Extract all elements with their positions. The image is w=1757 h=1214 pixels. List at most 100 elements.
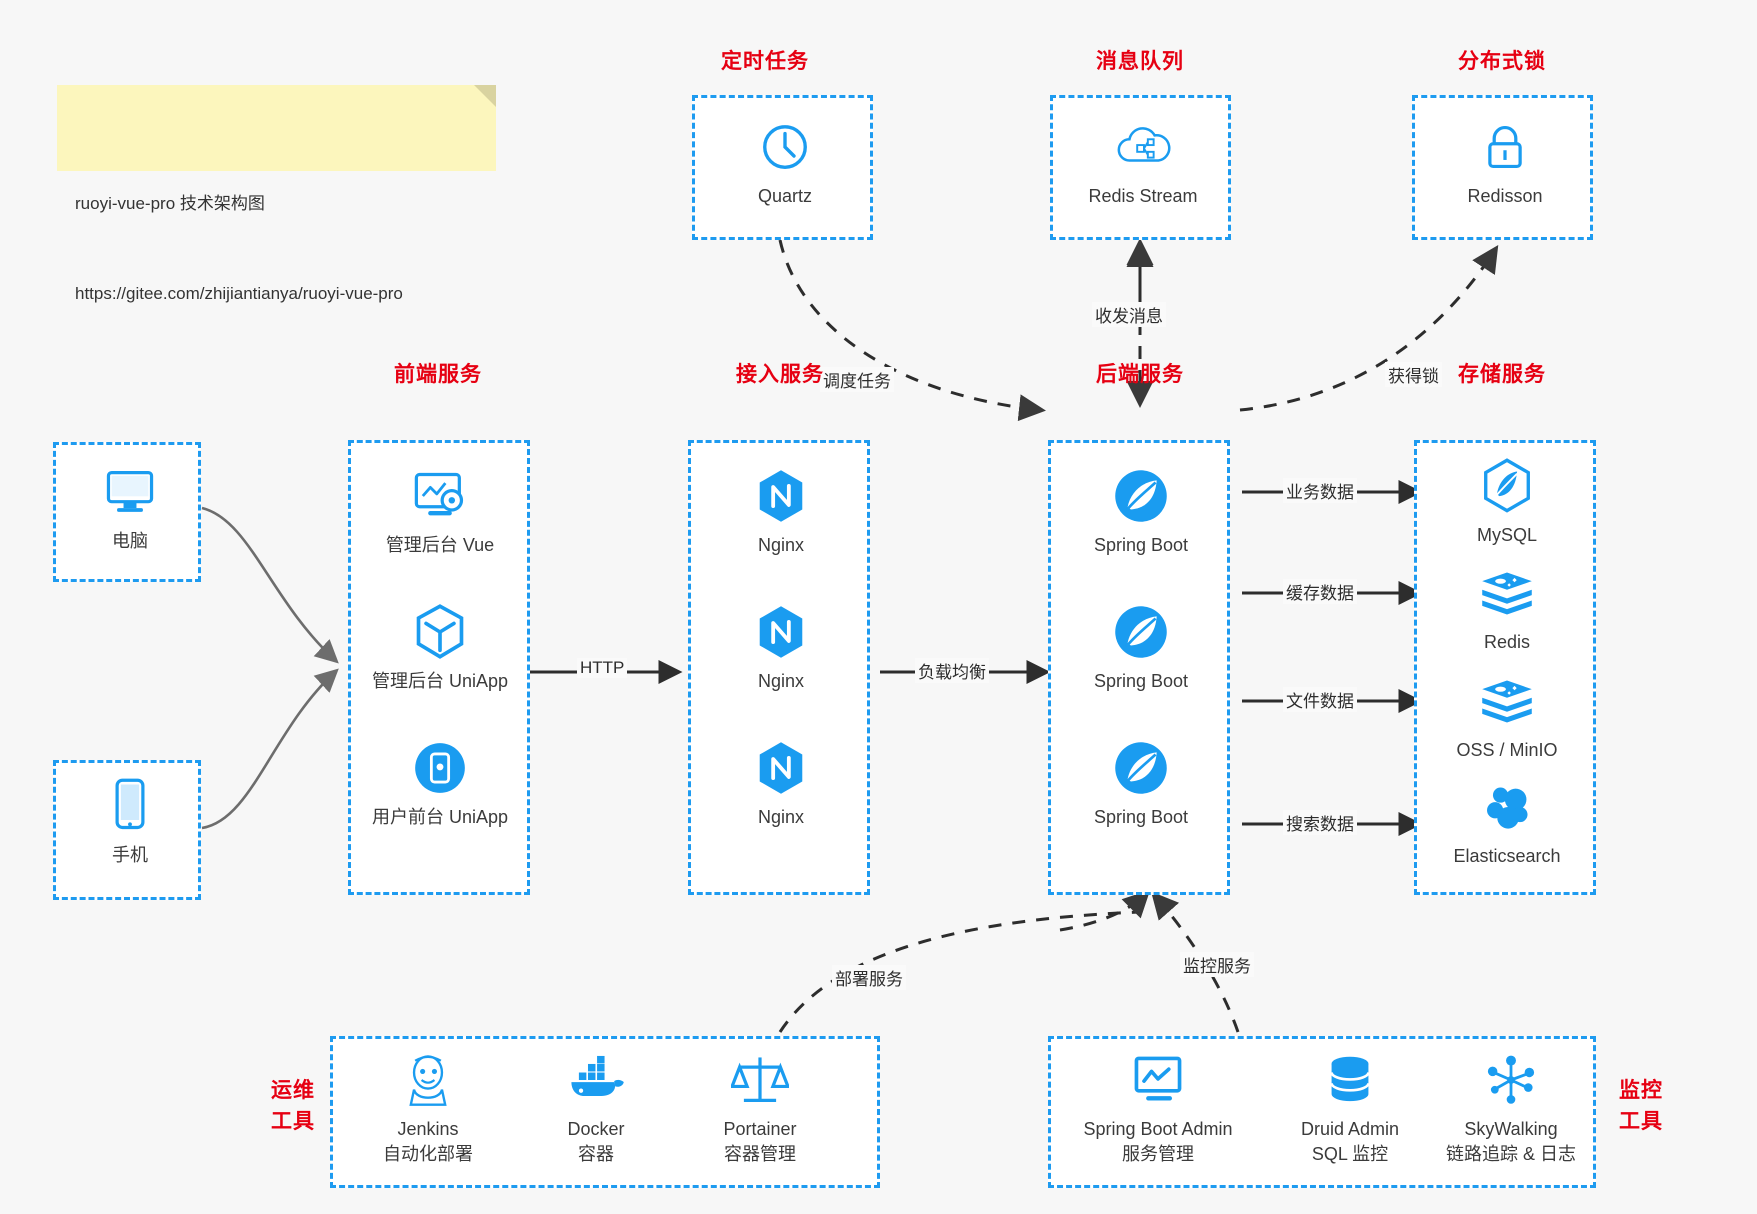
node-mobile[interactable]: 手机 xyxy=(55,775,205,868)
docker-icon xyxy=(521,1049,671,1111)
node-label: 管理后台 Vue xyxy=(385,535,495,555)
node-redisson[interactable]: Redisson xyxy=(1430,116,1580,209)
edge-label-business-data: 业务数据 xyxy=(1283,478,1357,503)
cube-uniapp-icon xyxy=(365,601,515,663)
node-druid-admin[interactable]: Druid Admin SQL 监控 xyxy=(1265,1049,1435,1167)
node-sublabel: 自动化部署 xyxy=(383,1144,473,1164)
edge-label-cache-data: 缓存数据 xyxy=(1283,579,1357,604)
mysql-icon xyxy=(1432,455,1582,517)
group-title-monitor: 监控 工具 xyxy=(1606,1075,1676,1137)
group-box-client-mobile: 手机 xyxy=(53,760,201,900)
note-dogear-icon xyxy=(474,85,496,107)
node-redis-stream[interactable]: Redis Stream xyxy=(1068,116,1218,209)
edge-label-schedule-task: 调度任务 xyxy=(820,367,894,392)
node-label: Redis xyxy=(1483,632,1531,652)
node-spring-boot-1[interactable]: Spring Boot xyxy=(1066,465,1216,558)
elasticsearch-icon xyxy=(1432,776,1582,838)
note-line-1: ruoyi-vue-pro 技术架构图 xyxy=(75,194,265,213)
nginx-icon xyxy=(706,601,856,663)
node-spring-boot-3[interactable]: Spring Boot xyxy=(1066,737,1216,830)
node-nginx-2[interactable]: Nginx xyxy=(706,601,856,694)
node-spring-boot-admin[interactable]: Spring Boot Admin 服务管理 xyxy=(1063,1049,1253,1167)
group-title-backend: 后端服务 xyxy=(1096,363,1184,386)
group-box-storage: MySQL Redis xyxy=(1414,440,1596,895)
node-admin-vue[interactable]: 管理后台 Vue xyxy=(365,465,515,558)
node-jenkins[interactable]: Jenkins 自动化部署 xyxy=(353,1049,503,1167)
node-nginx-3[interactable]: Nginx xyxy=(706,737,856,830)
database-icon xyxy=(1265,1049,1435,1111)
group-title-monitor-line1: 监控 xyxy=(1619,1079,1663,1102)
edge-label-search-data: 搜索数据 xyxy=(1283,810,1357,835)
portainer-icon xyxy=(685,1049,835,1111)
node-label: Nginx xyxy=(757,671,805,691)
group-box-monitor: Spring Boot Admin 服务管理 Druid Admin SQL 监… xyxy=(1048,1036,1596,1188)
group-box-mq: Redis Stream xyxy=(1050,95,1231,240)
group-box-devops: Jenkins 自动化部署 Docker 容器 xyxy=(330,1036,880,1188)
node-label: Jenkins xyxy=(397,1119,459,1139)
group-title-gateway: 接入服务 xyxy=(736,363,824,386)
edge-label-http: HTTP xyxy=(577,658,628,678)
group-box-lock: Redisson xyxy=(1412,95,1593,240)
group-title-devops-line2: 工具 xyxy=(271,1110,315,1133)
node-portainer[interactable]: Portainer 容器管理 xyxy=(685,1049,835,1167)
node-label: 用户前台 UniApp xyxy=(371,807,509,827)
node-docker[interactable]: Docker 容器 xyxy=(521,1049,671,1167)
node-label: 电脑 xyxy=(112,531,148,551)
spring-boot-icon xyxy=(1066,737,1216,799)
spring-boot-admin-icon xyxy=(1063,1049,1253,1111)
node-mysql[interactable]: MySQL xyxy=(1432,455,1582,548)
group-title-devops: 运维 工具 xyxy=(258,1075,328,1137)
group-title-scheduler: 定时任务 xyxy=(721,50,809,73)
nginx-icon xyxy=(706,737,856,799)
group-box-backend: Spring Boot Spring Boot Spring Boot xyxy=(1048,440,1230,895)
node-elasticsearch[interactable]: Elasticsearch xyxy=(1432,776,1582,869)
group-title-frontend: 前端服务 xyxy=(394,363,482,386)
node-skywalking[interactable]: SkyWalking 链路追踪 & 日志 xyxy=(1426,1049,1596,1167)
node-sublabel: 服务管理 xyxy=(1122,1144,1194,1164)
clock-icon xyxy=(710,116,860,178)
node-sublabel: SQL 监控 xyxy=(1311,1144,1389,1164)
node-spring-boot-2[interactable]: Spring Boot xyxy=(1066,601,1216,694)
group-title-monitor-line2: 工具 xyxy=(1619,1110,1663,1133)
node-nginx-1[interactable]: Nginx xyxy=(706,465,856,558)
jenkins-icon xyxy=(353,1049,503,1111)
node-admin-uniapp[interactable]: 管理后台 UniApp xyxy=(365,601,515,694)
node-oss-minio[interactable]: OSS / MinIO xyxy=(1432,670,1582,763)
node-label: Redisson xyxy=(1467,186,1543,206)
node-label: Spring Boot xyxy=(1093,535,1189,555)
note-line-2: https://gitee.com/zhijiantianya/ruoyi-vu… xyxy=(75,284,403,303)
group-box-frontend: 管理后台 Vue 管理后台 UniApp 用户前台 UniApp xyxy=(348,440,530,895)
node-label: SkyWalking xyxy=(1464,1119,1558,1139)
skywalking-icon xyxy=(1426,1049,1596,1111)
cloud-stream-icon xyxy=(1068,116,1218,178)
node-label: MySQL xyxy=(1476,525,1537,545)
node-label: Quartz xyxy=(757,186,813,206)
node-label: Druid Admin xyxy=(1300,1119,1400,1139)
node-label: Redis Stream xyxy=(1088,186,1198,206)
lock-icon xyxy=(1430,116,1580,178)
node-redis[interactable]: Redis xyxy=(1432,562,1582,655)
spring-boot-icon xyxy=(1066,465,1216,527)
spring-boot-icon xyxy=(1066,601,1216,663)
group-title-storage: 存储服务 xyxy=(1458,363,1546,386)
node-desktop[interactable]: 电脑 xyxy=(55,461,205,554)
redis-icon xyxy=(1432,670,1582,732)
node-user-uniapp[interactable]: 用户前台 UniApp xyxy=(365,737,515,830)
node-label: Spring Boot xyxy=(1093,807,1189,827)
edge-label-acquire-lock: 获得锁 xyxy=(1385,362,1442,387)
node-label: 管理后台 UniApp xyxy=(371,671,509,691)
edge-label-file-data: 文件数据 xyxy=(1283,687,1357,712)
node-sublabel: 链路追踪 & 日志 xyxy=(1445,1144,1576,1164)
group-title-devops-line1: 运维 xyxy=(271,1079,315,1102)
group-box-client-desktop: 电脑 xyxy=(53,442,201,582)
node-label: Elasticsearch xyxy=(1453,846,1561,866)
node-quartz[interactable]: Quartz xyxy=(710,116,860,209)
edge-label-load-balance: 负载均衡 xyxy=(915,658,989,683)
group-box-gateway: Nginx Nginx Nginx xyxy=(688,440,870,895)
node-label: OSS / MinIO xyxy=(1456,740,1558,760)
node-label: Spring Boot xyxy=(1093,671,1189,691)
edge-label-send-receive-message: 收发消息 xyxy=(1092,302,1166,327)
node-label: Spring Boot Admin xyxy=(1083,1119,1233,1139)
node-sublabel: 容器 xyxy=(578,1144,614,1164)
node-label: Portainer xyxy=(723,1119,797,1139)
